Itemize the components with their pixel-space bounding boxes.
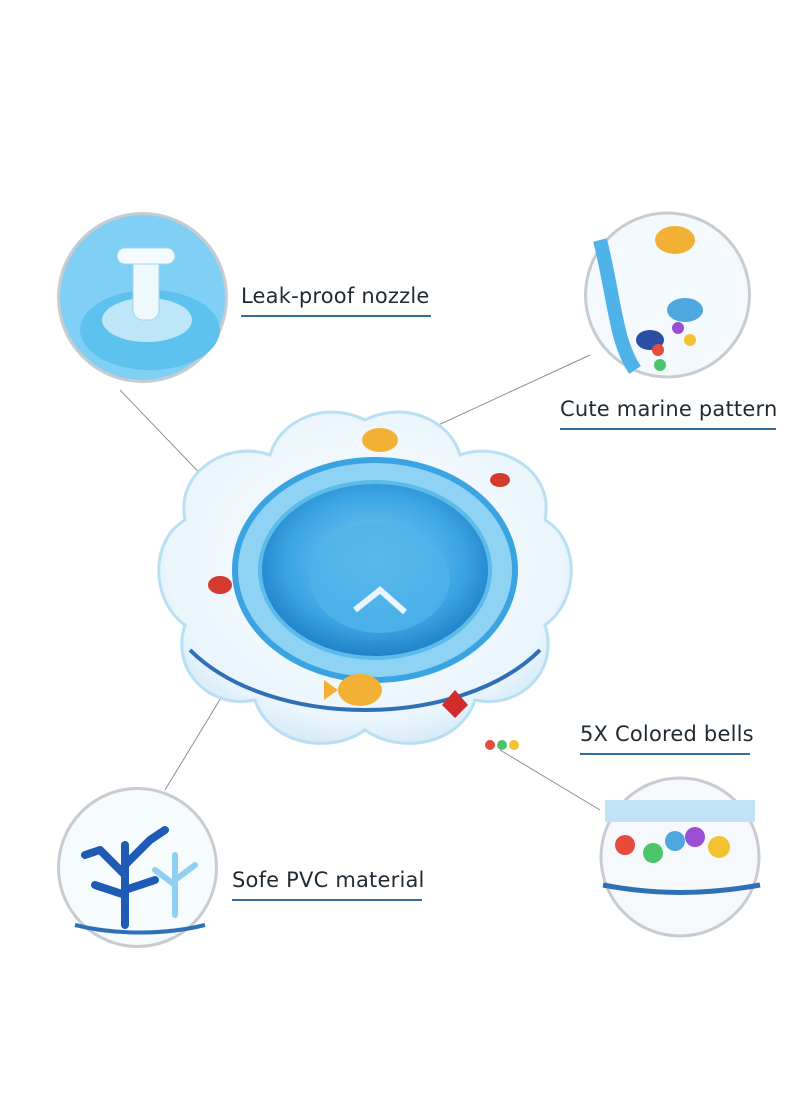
feature-label-pvc: Sofe PVC material xyxy=(232,868,425,892)
underline-pattern xyxy=(560,428,776,430)
pvc-callout-circle xyxy=(57,787,218,948)
feature-label-bells: 5X Colored bells xyxy=(580,722,754,746)
bells-callout-circle xyxy=(599,776,761,938)
pattern-callout-circle xyxy=(584,211,751,379)
underline-bells xyxy=(580,753,750,755)
baby-float-main xyxy=(157,410,573,750)
nozzle-callout-circle xyxy=(57,212,228,383)
feature-label-pattern: Cute marine pattern xyxy=(560,397,778,421)
feature-label-nozzle: Leak-proof nozzle xyxy=(241,284,430,308)
underline-nozzle xyxy=(241,315,431,317)
underline-pvc xyxy=(232,899,422,901)
